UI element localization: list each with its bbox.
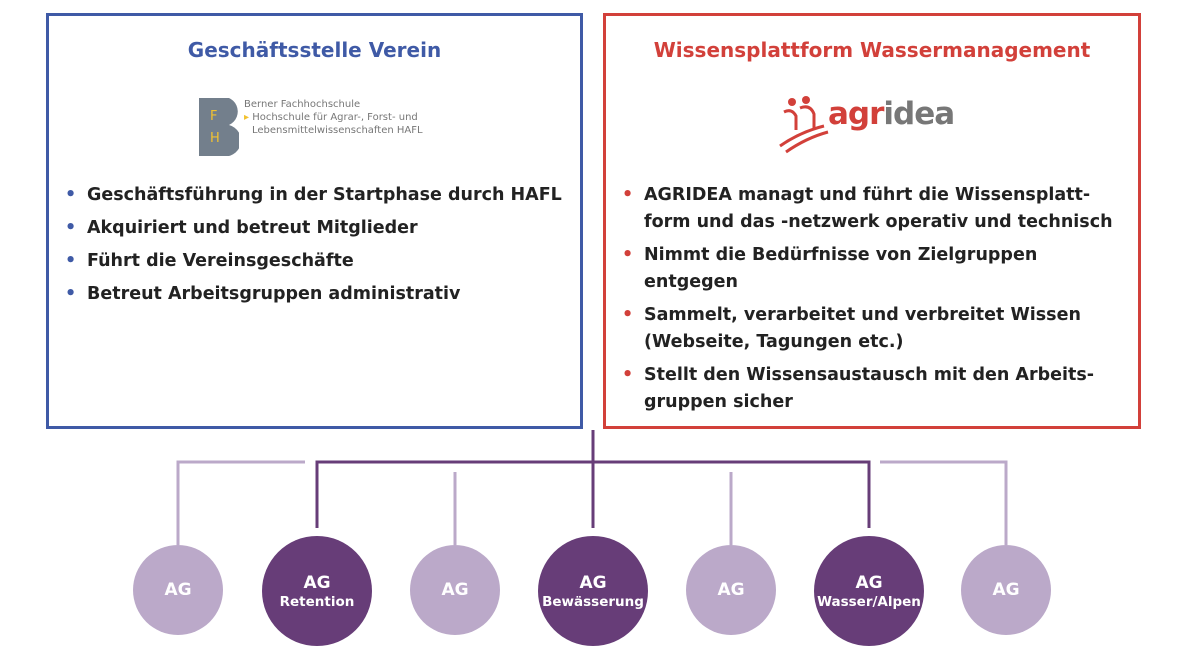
agridea-figures-icon: [779, 96, 829, 154]
list-item: Führt die Vereinsgeschäfte: [63, 248, 562, 275]
logo-line: Hochschule für Agrar-, Forst- und: [252, 112, 418, 123]
logo-line: Berner Fachhochschule: [244, 99, 361, 110]
list-item: Stellt den Wissensaustausch mit den Arbe…: [620, 362, 1130, 416]
ag-circle: AG: [133, 545, 223, 635]
wissensplattform-box: Wissensplattform Wassermanagement agride…: [603, 13, 1141, 429]
left-title: Geschäftsstelle Verein: [187, 38, 442, 62]
right-title: Wissensplattform Wassermanagement: [653, 38, 1091, 62]
list-item: Sammelt, verarbeitet und verbreitet Wiss…: [620, 302, 1130, 356]
logo-line: Lebensmittelwissenschaften HAFL: [252, 125, 423, 136]
list-item: Geschäftsführung in der Startphase durch…: [63, 182, 562, 209]
list-item: Nimmt die Bedürfnisse von Zielgruppen en…: [620, 242, 1130, 296]
svg-text:H: H: [210, 131, 220, 146]
list-item: AGRIDEA managt und führt die Wissensplat…: [620, 182, 1130, 236]
agridea-logo: agridea: [776, 94, 955, 158]
list-item: Betreut Arbeitsgruppen administrativ: [63, 281, 562, 308]
ag-circle: AG: [686, 545, 776, 635]
logo-part: idea: [883, 96, 955, 132]
right-list: AGRIDEA managt und führt die Wissensplat…: [620, 182, 1130, 422]
ag-circle: AG: [410, 545, 500, 635]
list-item: Akquiriert und betreut Mitglieder: [63, 215, 562, 242]
svg-text:F: F: [210, 109, 217, 124]
logo-part: agr: [828, 96, 884, 132]
ag-circle: AG: [961, 545, 1051, 635]
left-list: Geschäftsführung in der Startphase durch…: [63, 182, 562, 314]
